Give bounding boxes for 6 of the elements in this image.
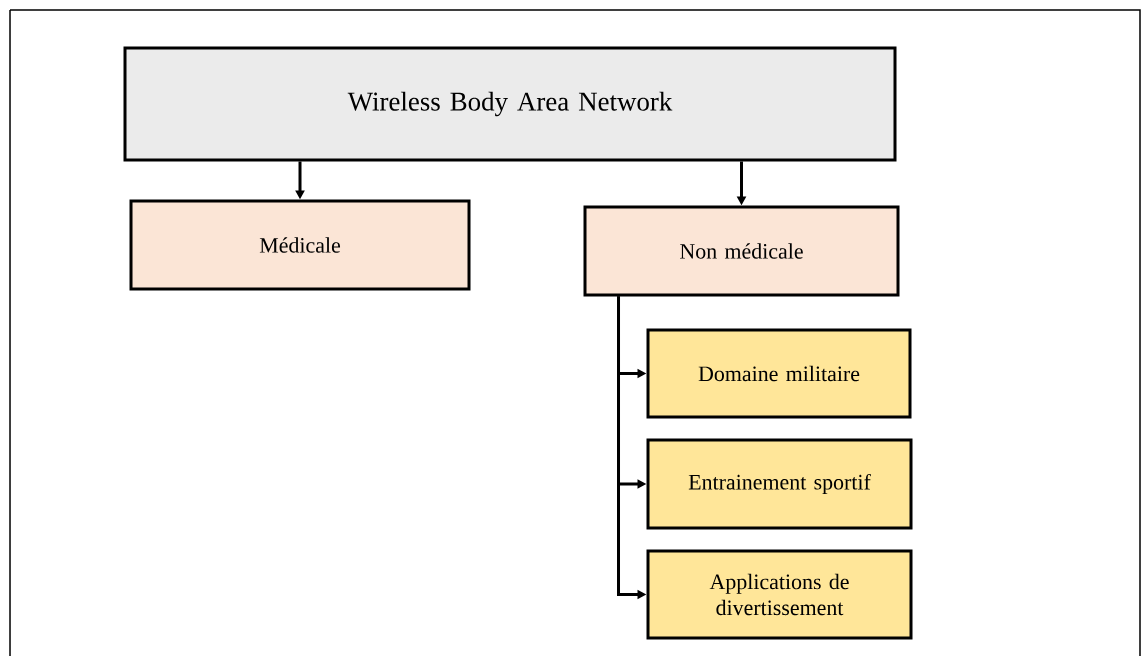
application-box: Entrainement sportif	[646, 438, 913, 530]
application-box: Domaine militaire	[646, 328, 912, 419]
application-box: Applications de divertissement	[646, 549, 913, 640]
title-box: Wireless Body Area Network	[123, 46, 897, 162]
category-box: Médicale	[129, 199, 471, 291]
category-box: Non médicale	[583, 205, 900, 297]
